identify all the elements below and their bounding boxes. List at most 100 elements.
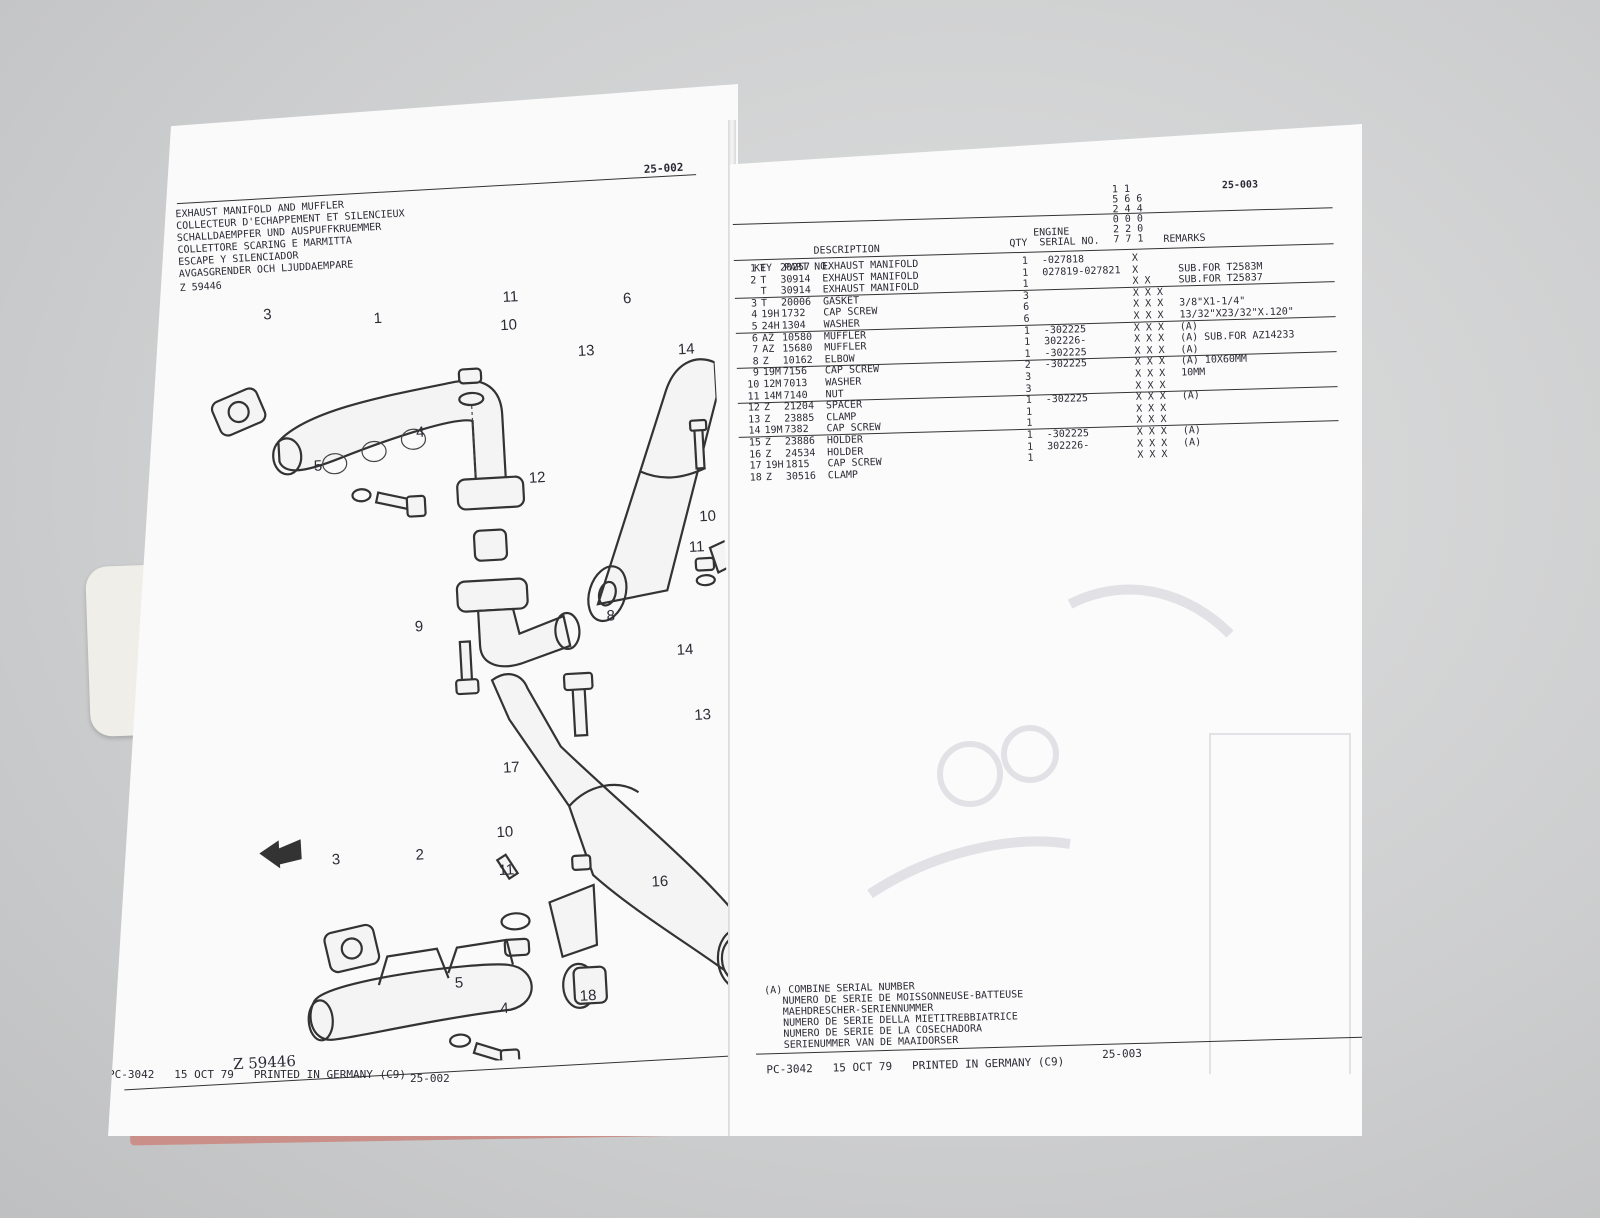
cell-qty: 6 [1023, 313, 1030, 325]
cell-part: 20257 [779, 261, 811, 274]
serial-digit-row: 7 7 1 [1113, 233, 1144, 246]
cell-marks: X X X [1134, 356, 1166, 369]
callout: 17 [502, 758, 521, 777]
header-rule [176, 174, 697, 205]
cell-part: 30516 [785, 470, 817, 483]
cell-part: 30914 [780, 273, 811, 286]
cell-key: 15 [748, 437, 762, 449]
cell-part: 21204 [783, 400, 815, 413]
cell-part: 1815 [785, 459, 810, 471]
callout: 10 [496, 823, 514, 842]
cell-marks: X X X [1135, 391, 1167, 403]
cell-key: 2 [750, 274, 757, 287]
illustration-code: Z 59446 [179, 280, 223, 295]
cell-qty: 1 [1023, 325, 1031, 337]
cell-part: 15680 [782, 342, 813, 355]
callout: 4 [499, 999, 510, 1018]
col-description: DESCRIPTION [813, 243, 880, 257]
cell-key: 14 [748, 425, 761, 437]
cell-key: 6 [751, 332, 759, 345]
cell-key: 17 [749, 460, 762, 472]
footer-page: 25-003 [1101, 1046, 1143, 1061]
cell-key: 3 [750, 298, 758, 310]
cell-marks [1138, 460, 1190, 461]
cell-marks: X X X [1132, 286, 1164, 299]
cell-qty: 1 [1025, 394, 1033, 407]
cell-marks: X X X [1137, 449, 1168, 461]
cell-qty: 1 [1022, 278, 1029, 291]
cell-marks: X X X [1134, 333, 1165, 345]
callout: 12 [528, 468, 546, 487]
callout: 16 [651, 872, 669, 891]
col-qty: QTY [1009, 237, 1028, 250]
cell-key: 13 [748, 414, 761, 426]
callout: 3 [262, 306, 273, 324]
cell-qty: 1 [1026, 429, 1033, 441]
cell-qty: 1 [1026, 406, 1033, 418]
cell-part: 23885 [784, 412, 815, 425]
cell-qty: 2 [1024, 360, 1032, 372]
col-serial-no: SERIAL NO. [1039, 235, 1100, 249]
cell-qty: 1 [1024, 348, 1031, 360]
cell-qty: 3 [1025, 383, 1032, 395]
callout: 11 [688, 538, 705, 557]
cell-qty: 6 [1023, 302, 1030, 314]
show-through-diagram [867, 584, 1351, 1074]
cell-qty: 1 [1021, 255, 1029, 267]
callout: 14 [676, 640, 694, 659]
cell-part: 24534 [785, 447, 816, 460]
callout: 8 [606, 607, 616, 625]
exhaust-manifold-diagram-top [210, 358, 733, 696]
direction-arrow-icon [259, 839, 302, 869]
callout: 10 [698, 507, 717, 526]
cell-part: 1732 [781, 308, 806, 321]
cell-part: 23886 [784, 435, 816, 448]
gasket-icon [210, 387, 267, 437]
cell-key: 12 [747, 402, 761, 414]
cell-qty: 1 [1024, 336, 1031, 349]
callout: 11 [502, 288, 519, 307]
cell-key: 16 [749, 448, 762, 461]
callout: 18 [579, 986, 597, 1005]
cell-key: 1 [749, 263, 757, 275]
cell-qty: 1 [1026, 441, 1034, 453]
cell-marks: X X X [1134, 367, 1166, 380]
footer-left: PC-3042 15 OCT 79 PRINTED IN GERMANY (C9… [766, 1055, 1065, 1077]
cell-qty: 1 [1026, 418, 1033, 430]
cell-marks: X X X [1133, 298, 1164, 311]
cell-part: 10580 [781, 331, 813, 344]
col-remarks: REMARKS [1163, 232, 1206, 245]
cell-key: 5 [751, 321, 758, 333]
callout: 2 [415, 846, 425, 864]
cell-key: 8 [752, 356, 759, 368]
callout: 11 [498, 861, 515, 880]
callout: 13 [693, 706, 712, 725]
cell-key: 7 [752, 344, 759, 356]
page-ref: 25-002 [643, 160, 684, 176]
cell-qty: 1 [1027, 452, 1034, 465]
callout: 4 [415, 423, 425, 442]
callout: 10 [499, 316, 518, 335]
callout: 5 [454, 974, 464, 992]
cell-key: 9 [752, 367, 760, 379]
cell-key: 10 [747, 379, 760, 391]
callout: 3 [331, 851, 341, 869]
cell-marks: X X X [1135, 402, 1167, 415]
cell-part: 7156 [782, 366, 808, 379]
header-rule [732, 207, 1333, 225]
footer-left: PC-3042 15 OCT 79 PRINTED IN GERMANY (C9… [108, 1068, 407, 1081]
footer-page: 25-002 [410, 1072, 450, 1085]
cell-marks: X X X [1136, 425, 1168, 438]
cell-marks: X X X [1133, 321, 1165, 334]
cell-marks: X X X [1136, 437, 1168, 450]
cell-marks: X [1131, 252, 1139, 264]
cell-part: 7013 [783, 377, 808, 390]
callout: 13 [577, 342, 595, 360]
callout: 1 [373, 309, 383, 328]
callout: 5 [313, 457, 323, 475]
cell-part: 20006 [780, 296, 812, 309]
